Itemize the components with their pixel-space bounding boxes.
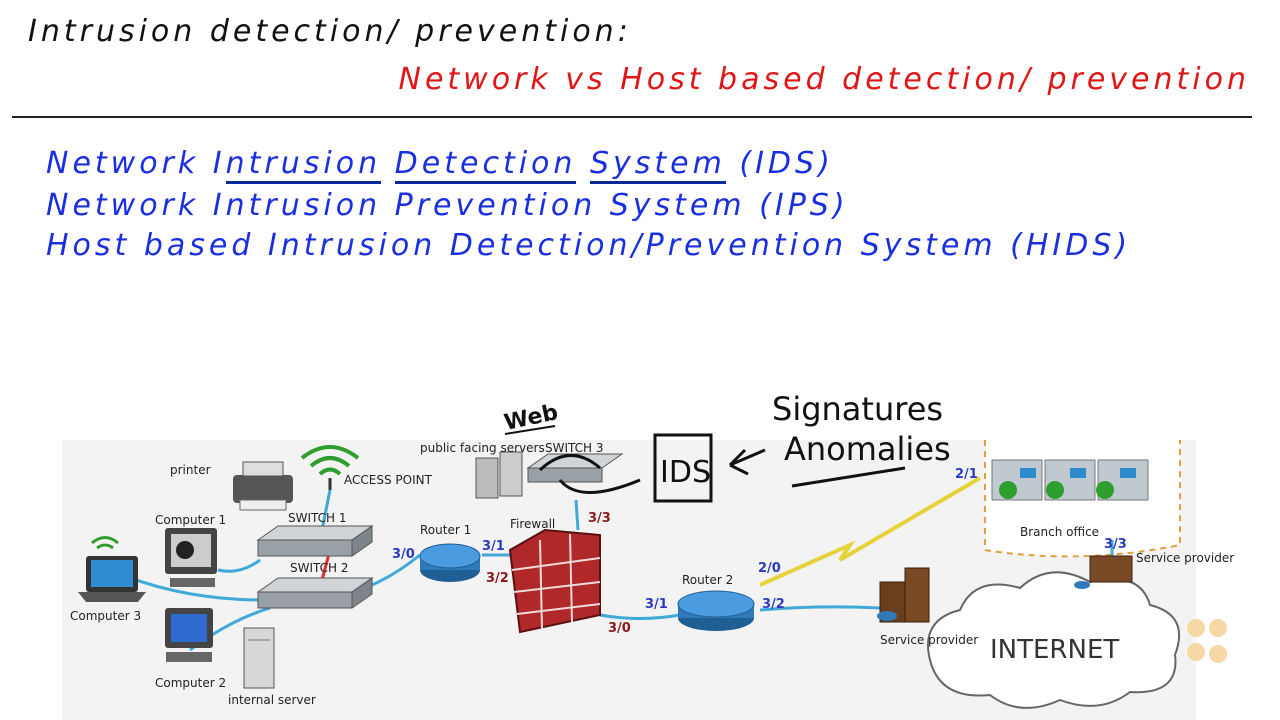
access-point-icon bbox=[300, 445, 360, 490]
printer-label: printer bbox=[170, 463, 211, 477]
access-point-label: ACCESS POINT bbox=[344, 473, 433, 487]
anomalies-underline bbox=[791, 466, 906, 488]
serial-link bbox=[759, 476, 982, 587]
port-fw-3-3: 3/3 bbox=[588, 511, 611, 526]
ids-box bbox=[653, 433, 713, 503]
port-r1-3-0: 3/0 bbox=[392, 547, 415, 562]
router2-label: Router 2 bbox=[682, 573, 733, 587]
internet-cloud bbox=[927, 571, 1180, 709]
ids-tap-arrows bbox=[538, 454, 641, 494]
router1-label: Router 1 bbox=[420, 523, 471, 537]
service-provider-building-icon-2 bbox=[1074, 555, 1133, 589]
service-provider-right-label: Service provider bbox=[1136, 551, 1234, 565]
branch-office-label: Branch office bbox=[1020, 525, 1099, 539]
printer-icon bbox=[233, 461, 293, 511]
system-line-nips: Network Intrusion Prevention System (IPS… bbox=[46, 188, 849, 223]
annotation-signatures: Signatures bbox=[772, 390, 943, 428]
computer2-label: Computer 2 bbox=[155, 676, 226, 690]
title-divider bbox=[12, 116, 1252, 118]
underlined-word-intrusion: ntrusion bbox=[225, 146, 382, 184]
port-bo-3-3: 3/3 bbox=[1104, 537, 1127, 552]
system-word: I bbox=[212, 146, 226, 181]
switch1-label: SWITCH 1 bbox=[288, 511, 347, 525]
system-line-nids: Network Intrusion Detection System (IDS) bbox=[46, 146, 834, 184]
port-r1-3-2: 3/2 bbox=[486, 571, 509, 586]
arrow-to-ids bbox=[728, 448, 766, 476]
internet-label: INTERNET bbox=[990, 635, 1119, 665]
underlined-word-detection: Detection bbox=[394, 146, 577, 184]
internal-server-label: internal server bbox=[228, 693, 316, 707]
page-title: Intrusion detection/ prevention: bbox=[28, 14, 632, 49]
branch-office-icon bbox=[991, 459, 1149, 501]
switch2-label: SWITCH 2 bbox=[290, 561, 349, 575]
underlined-word-system: System bbox=[589, 146, 726, 184]
switch2-icon bbox=[256, 577, 374, 609]
port-r2-2-0: 2/0 bbox=[758, 561, 781, 576]
firewall-icon bbox=[508, 528, 601, 634]
decorative-dots bbox=[1187, 619, 1227, 663]
computer1-icon bbox=[165, 528, 217, 587]
computer3-label: Computer 3 bbox=[70, 609, 141, 623]
annotation-ids: IDS bbox=[660, 455, 711, 490]
router1-icon bbox=[419, 543, 481, 582]
port-bo-2-1: 2/1 bbox=[955, 467, 978, 482]
network-diagram: Computer 3 Computer 1 Computer 2 printer… bbox=[62, 390, 1234, 720]
annotation-anomalies: Anomalies bbox=[784, 430, 951, 468]
computer2-icon bbox=[165, 608, 213, 662]
web-underline bbox=[504, 425, 556, 435]
port-r1-3-1: 3/1 bbox=[482, 539, 505, 554]
switch3-icon bbox=[526, 453, 624, 483]
laptop-icon bbox=[78, 536, 146, 602]
internal-server-icon bbox=[243, 627, 275, 689]
computer1-label: Computer 1 bbox=[155, 513, 226, 527]
service-provider-left-label: Service provider bbox=[880, 633, 978, 647]
switch1-icon bbox=[256, 525, 374, 557]
port-r2-3-2: 3/2 bbox=[762, 597, 785, 612]
public-servers-icon bbox=[475, 451, 523, 499]
system-line-hids: Host based Intrusion Detection/Preventio… bbox=[46, 228, 1132, 263]
system-word: Network bbox=[46, 146, 213, 181]
port-r2-3-1: 3/1 bbox=[645, 597, 668, 612]
public-servers-label: public facing servers bbox=[420, 441, 545, 455]
switch3-label: SWITCH 3 bbox=[545, 441, 604, 455]
page-subtitle: Network vs Host based detection/ prevent… bbox=[398, 62, 1250, 97]
port-fw-3-0: 3/0 bbox=[608, 621, 631, 636]
firewall-label: Firewall bbox=[510, 517, 555, 531]
system-word: (IDS) bbox=[725, 146, 834, 181]
router2-icon bbox=[677, 590, 755, 631]
service-provider-building-icon bbox=[877, 567, 930, 623]
